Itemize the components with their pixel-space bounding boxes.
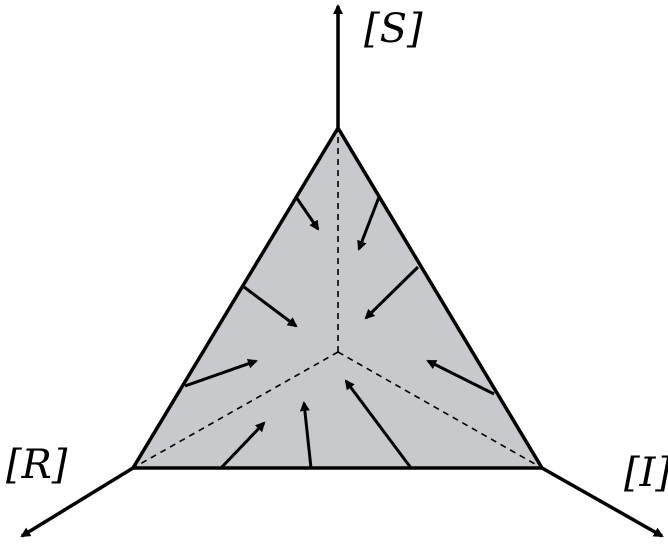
axes [20,4,664,538]
flow-arrow [344,379,413,469]
flow-arrow [219,421,266,470]
flow-arrow [357,196,381,251]
label-r: [R] [6,442,68,488]
axis-i [541,466,664,538]
flow-arrows [184,196,495,470]
triangle-region [129,124,546,470]
flow-arrow [299,401,313,469]
flow-arrow [243,285,298,328]
label-i: [I] [624,450,668,496]
axis-r [20,466,134,538]
median-lines [132,128,543,469]
flow-arrow [426,359,495,396]
flow-arrow [364,265,420,320]
label-s: [S] [364,6,423,52]
flow-arrow [294,196,320,231]
flow-arrow [184,358,258,388]
